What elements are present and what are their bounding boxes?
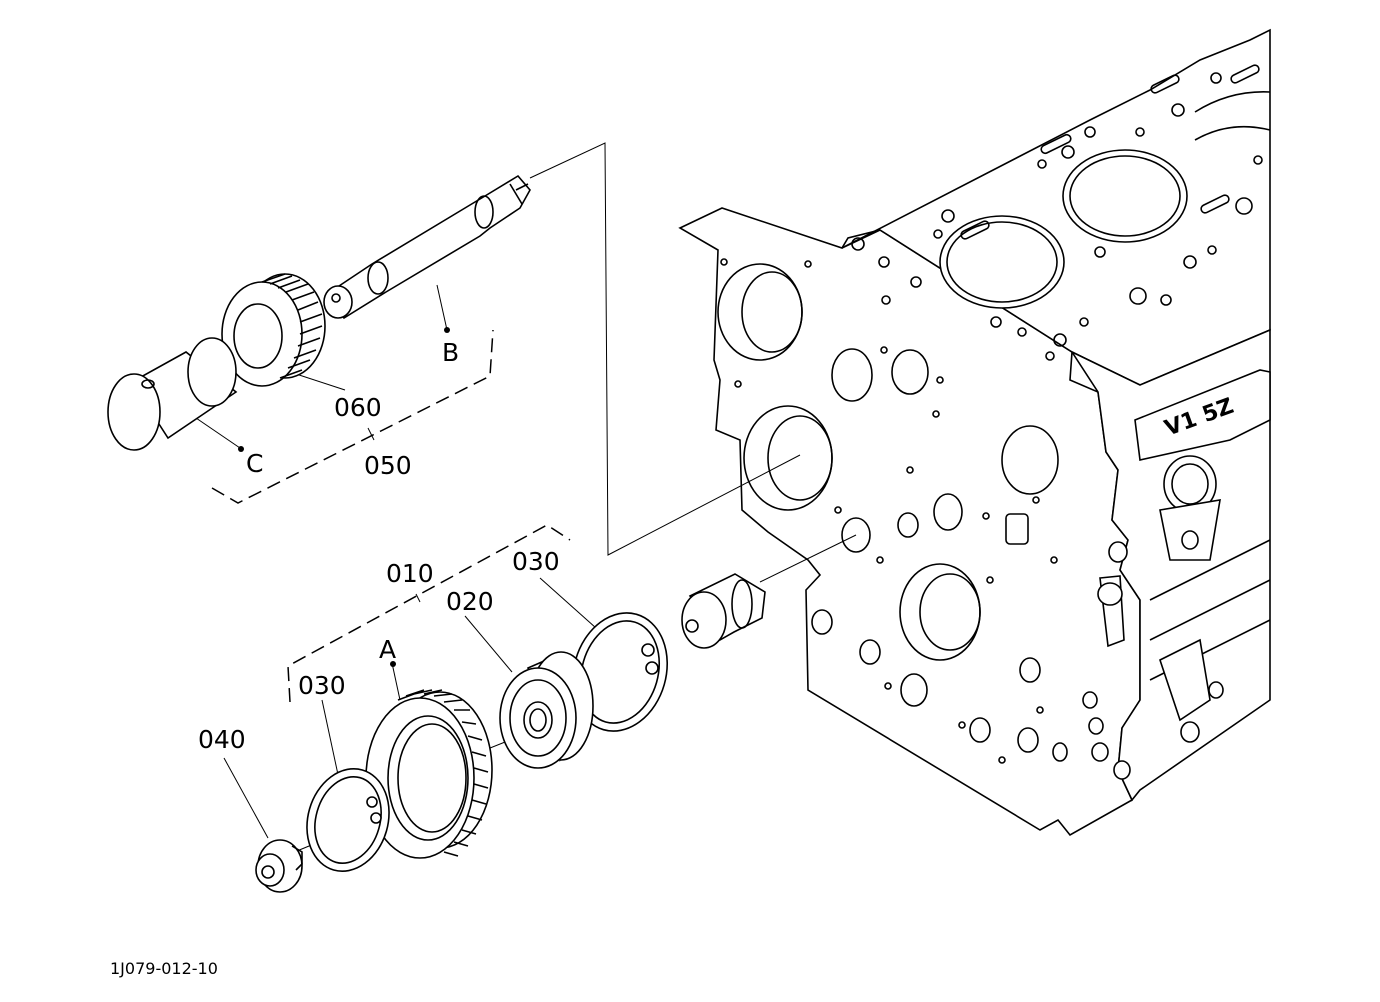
callout-ref-c: C	[246, 449, 263, 478]
callout-050: 050	[364, 451, 412, 480]
idler-gear-060	[221, 273, 326, 387]
idler-spindle	[681, 573, 766, 649]
idler-gear-a	[365, 689, 493, 859]
engine-block: V1 5Z	[678, 28, 1271, 837]
bearing-020	[499, 651, 594, 769]
deck-holes	[851, 64, 1263, 361]
idler-shaft	[328, 174, 531, 320]
camshaft-bore	[743, 405, 833, 511]
front-bore-right	[1001, 425, 1059, 495]
front-bore-lower	[899, 563, 981, 661]
assembly-050-bracket	[211, 329, 494, 504]
figure-code: 1J079-012-10	[110, 959, 218, 978]
callout-010: 010	[386, 559, 434, 588]
callout-ref-a: A	[379, 635, 396, 664]
shaft-assembly-line	[529, 142, 801, 556]
bolt-040	[255, 839, 303, 893]
idler-shaft-assembly-050	[107, 174, 531, 451]
front-bolt-holes	[720, 258, 1058, 764]
callout-020: 020	[446, 587, 494, 616]
callout-ref-b: B	[442, 338, 459, 367]
callout-040: 040	[198, 725, 246, 754]
cylinder-bore-1	[939, 215, 1065, 309]
idler-shaft-line	[759, 534, 857, 583]
idler-gear-assembly-010	[255, 573, 766, 893]
assembly-010-bracket	[287, 524, 571, 703]
snap-ring-030-lower	[306, 768, 390, 872]
callout-030-lower: 030	[298, 671, 346, 700]
snap-ring-030-upper	[571, 612, 669, 732]
block-boss	[1134, 369, 1271, 461]
callout-labels: B 060 C 050 010 030 020 A 030 040	[198, 327, 560, 754]
callout-060: 060	[334, 393, 382, 422]
assembly-brackets	[211, 329, 571, 703]
shaft-cap-c	[107, 337, 238, 451]
callout-030-upper: 030	[512, 547, 560, 576]
block-side-wall	[1069, 328, 1271, 802]
cylinder-bore-2	[1062, 149, 1188, 243]
